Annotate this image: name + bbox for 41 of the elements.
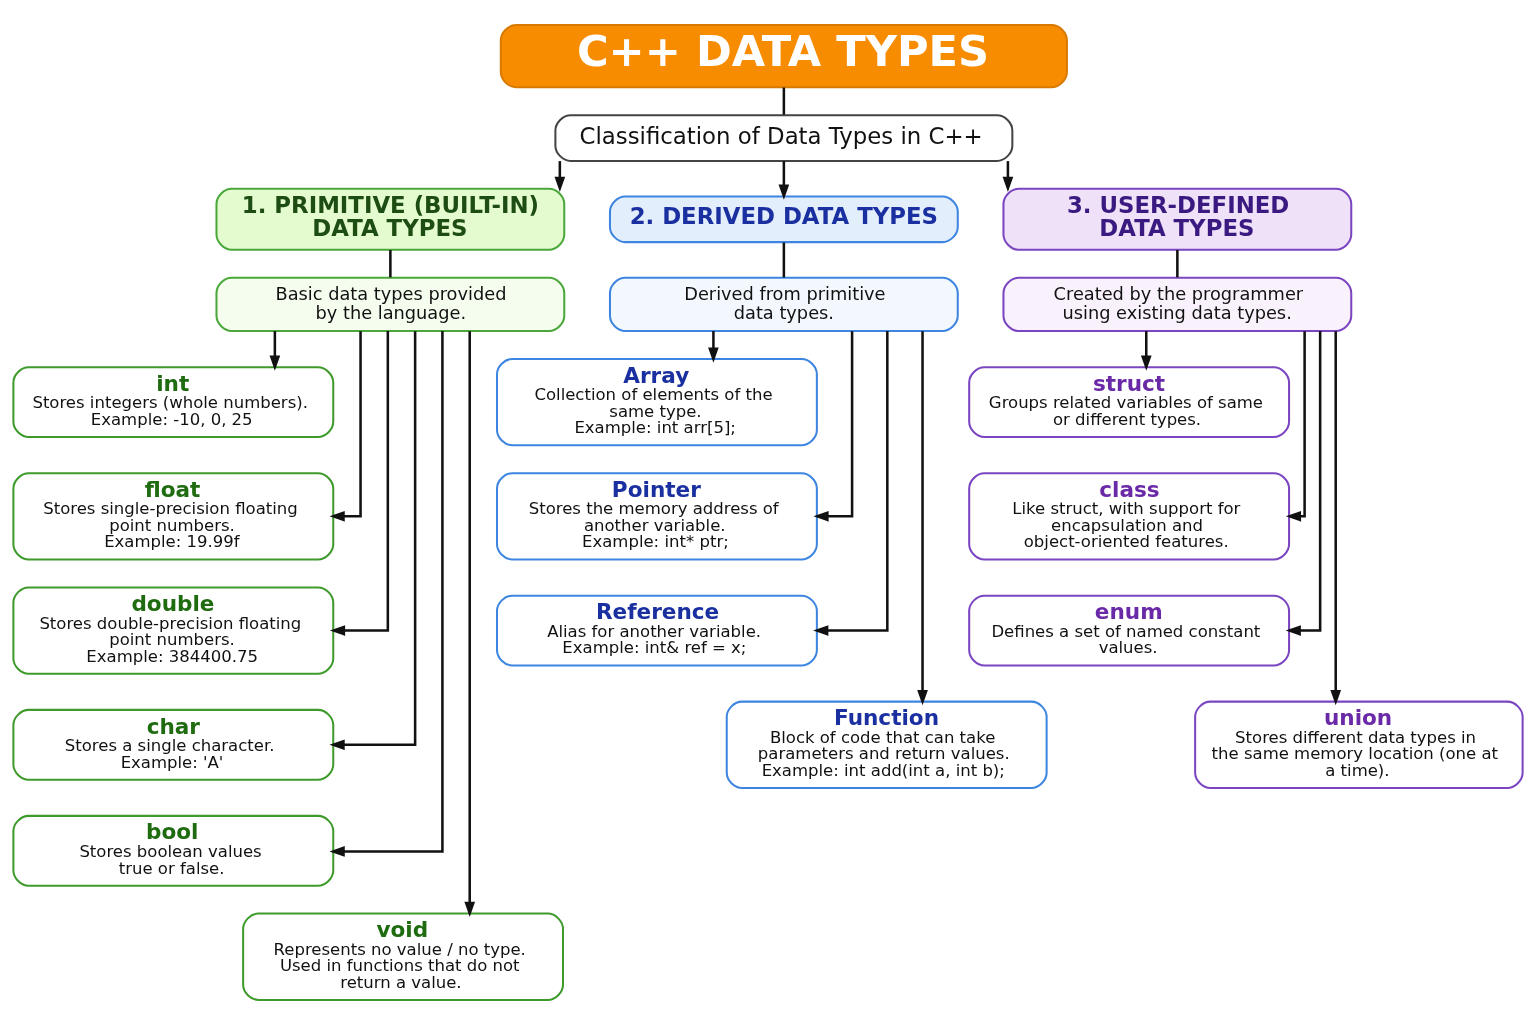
arrow [1140,330,1152,371]
node-box: 2. DERIVED DATA TYPES [608,194,959,243]
node-box: Derived from primitive data types. [608,276,959,332]
node-box: class Like struct, with support for encapsulation and object-oriented features. [968,471,1291,560]
arrow [708,330,719,363]
connector [1176,249,1179,277]
arrow [464,330,476,917]
connector [782,87,786,115]
arrow [1330,330,1342,705]
connector [782,242,786,277]
arrow [329,330,417,750]
node-box: bool Stores boolean values true or false. [12,814,335,887]
node-box: 1. PRIMITIVE (BUILT-IN) DATA TYPES [215,187,566,251]
node-box: union Stores different data types in the same memory location (one at a time). [1194,700,1524,789]
node-box: double Stores double-precision floating point numbers. Example: 384400.75 [12,585,335,675]
node-box: Function Block of code that can take parameters and return values. Example: int add(int a, int b); [725,700,1048,789]
arrow [269,330,281,371]
arrow [778,160,790,200]
arrow [329,330,444,857]
arrow [813,330,889,636]
arrow [1285,330,1306,522]
connector [389,249,392,277]
node-box: C++ DATA TYPES [499,23,1068,88]
arrow [1285,330,1322,636]
node-box: int Stores integers (whole numbers). Example: -10, 0, 25 [12,365,335,438]
arrow [329,330,390,636]
node-box: char Stores a single character. Example: 'A' [12,708,335,781]
node-box: float Stores single-precision floating point numbers. Example: 19.99f [12,471,335,560]
node-box: 3. USER-DEFINED DATA TYPES [1002,187,1353,251]
node-box: Reference Alias for another variable. Example: int& ref = x; [496,594,818,666]
arrow [329,330,362,522]
node-box: Array Collection of elements of the same type. Example: int arr[5]; [496,357,818,446]
node-box: struct Groups related variables of same or different types. [968,365,1291,438]
arrow [917,330,928,705]
node-box: Created by the programmer using existing data types. [1002,276,1353,332]
node-box: enum Defines a set of named constant values. [968,594,1291,666]
node-box: void Represents no value / no type. Used in functions that do not return a value. [242,912,564,1001]
node-box: Classification of Data Types in C++ [554,113,1014,162]
arrow [813,330,854,522]
node-box: Pointer Stores the memory address of another variable. Example: int* ptr; [496,471,818,560]
node-box: Basic data types provided by the language. [215,276,566,332]
